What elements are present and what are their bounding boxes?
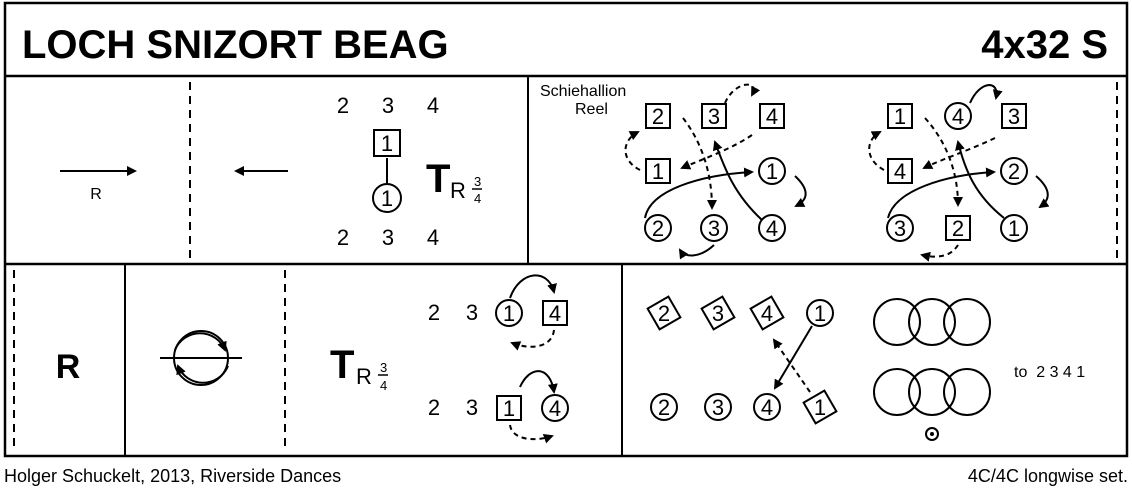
svg-text:1: 1 [503,396,515,421]
svg-text:3: 3 [712,301,724,326]
svg-text:3: 3 [708,104,720,129]
bottom-numbers: 2 3 4 [337,225,439,250]
svg-text:2: 2 [658,395,670,420]
svg-text:3: 3 [466,300,478,325]
cross-figure: 2 3 4 1 2 3 4 1 [646,295,838,425]
svg-text:1: 1 [814,395,826,420]
dance-format: 4x32 S [981,23,1108,67]
circle-symbol [160,330,242,386]
svg-text:4: 4 [766,216,778,241]
svg-text:3: 3 [894,216,906,241]
svg-text:4: 4 [549,301,561,326]
svg-text:2: 2 [428,395,440,420]
svg-text:2: 2 [652,216,664,241]
reel-label: Schiehallion [540,83,626,100]
footer-credit: Holger Schuckelt, 2013, Riverside Dances [4,466,341,486]
svg-text:4: 4 [427,93,439,118]
step-label: R [56,348,81,386]
svg-text:4: 4 [766,104,778,129]
svg-text:2: 2 [337,225,349,250]
svg-text:4: 4 [549,396,561,421]
svg-text:2: 2 [652,104,664,129]
svg-text:R: R [356,364,372,389]
svg-text:4: 4 [894,159,906,184]
svg-text:2: 2 [337,93,349,118]
svg-text:T: T [330,343,354,387]
svg-text:1: 1 [652,159,664,184]
turn-group-upper: 2 3 1 4 [428,274,568,351]
svg-text:3: 3 [474,174,481,189]
step-label: R [90,186,102,203]
svg-text:3: 3 [1008,104,1020,129]
svg-text:4: 4 [427,225,439,250]
svg-text:3: 3 [382,225,394,250]
svg-text:2: 2 [428,300,440,325]
svg-text:2: 2 [658,301,670,326]
dancer-circle [372,183,402,213]
svg-text:3: 3 [708,216,720,241]
svg-text:1: 1 [503,301,515,326]
svg-text:2: 2 [952,216,964,241]
dancer-box-label: 1 [381,131,393,156]
svg-text:4: 4 [761,301,773,326]
svg-text:4: 4 [761,395,773,420]
end-position-text: to 2 3 4 1 [1014,364,1085,381]
svg-text:2: 2 [1008,159,1020,184]
turn-symbol: T R 3 4 [426,157,482,206]
svg-text:T: T [426,157,450,201]
reel-label: Reel [575,101,608,118]
svg-text:4: 4 [380,378,387,393]
svg-text:4: 4 [952,104,964,129]
svg-text:4: 4 [474,191,481,206]
svg-text:1: 1 [1008,216,1020,241]
reel-2: 1 4 3 4 2 3 2 1 [868,84,1050,262]
turn-group-lower: 2 3 1 4 [428,370,569,444]
footer-formation: 4C/4C longwise set. [968,466,1128,486]
svg-text:R: R [450,178,466,203]
svg-text:1: 1 [894,104,906,129]
svg-text:3: 3 [712,395,724,420]
svg-text:3: 3 [466,395,478,420]
svg-text:3: 3 [382,93,394,118]
svg-text:1: 1 [766,159,778,184]
dancer-circle-label: 1 [381,186,393,211]
reel-1: 2 3 4 1 1 2 3 4 [624,83,807,260]
outer-frame [3,1,1129,458]
dance-title: LOCH SNIZORT BEAG [22,23,449,67]
top-numbers: 2 3 4 [337,93,439,118]
dancer-box [373,129,401,157]
end-formation [873,298,991,441]
svg-text:1: 1 [814,301,826,326]
svg-text:3: 3 [380,360,387,375]
turn-symbol: T R 3 4 [330,343,388,393]
